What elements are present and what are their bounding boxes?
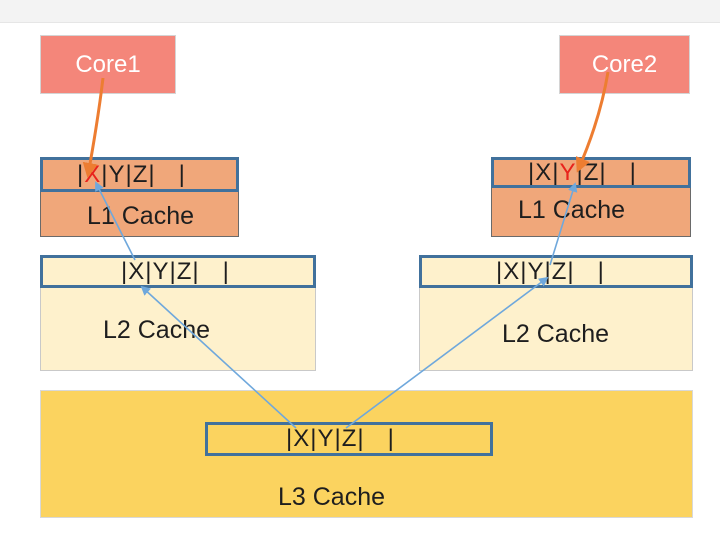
l3-cache-line: |X|Y|Z| | — [205, 422, 493, 456]
core2-l1-y-modified: Y — [559, 158, 577, 186]
core2-l1-cache: |X|Y|Z| | L1 Cache — [491, 157, 691, 237]
core1-l1-x-modified: X — [84, 160, 102, 188]
core2-l1-label: L1 Cache — [518, 196, 626, 224]
core2-l1-line-prefix: |X| — [528, 158, 560, 186]
core1-l2-label: L2 Cache — [103, 316, 211, 344]
core1-l1-line-prefix: | — [77, 160, 85, 188]
core2-l2-line-text: |X|Y|Z| | — [496, 257, 605, 285]
core2-label: Core2 — [591, 50, 658, 78]
core1-l2-line-text: |X|Y|Z| | — [121, 257, 230, 285]
top-bar — [0, 0, 720, 23]
core1-l1-cache: |X|Y|Z| | L1 Cache — [40, 157, 239, 237]
core1-label: Core1 — [75, 50, 141, 78]
core2-l2-cache-line: |X|Y|Z| | — [419, 255, 693, 288]
l3-cache: |X|Y|Z| | L3 Cache — [40, 390, 693, 518]
l3-line-text: |X|Y|Z| | — [286, 425, 395, 452]
core2-l1-cache-line: |X|Y|Z| | — [491, 157, 691, 188]
core1-box: Core1 — [40, 35, 176, 94]
l3-label: L3 Cache — [278, 483, 386, 511]
core2-box: Core2 — [559, 35, 690, 94]
core2-l2-cache: |X|Y|Z| | L2 Cache — [419, 255, 693, 371]
core1-l1-cache-line: |X|Y|Z| | — [40, 157, 239, 192]
core2-l2-label: L2 Cache — [502, 320, 610, 348]
core1-l1-label: L1 Cache — [87, 202, 195, 230]
core1-l2-cache-line: |X|Y|Z| | — [40, 255, 316, 288]
core1-l2-cache: |X|Y|Z| | L2 Cache — [40, 255, 316, 371]
core2-l1-line-suffix: |Z| | — [576, 158, 637, 186]
core1-l1-line-suffix: |Y|Z| | — [101, 160, 186, 188]
